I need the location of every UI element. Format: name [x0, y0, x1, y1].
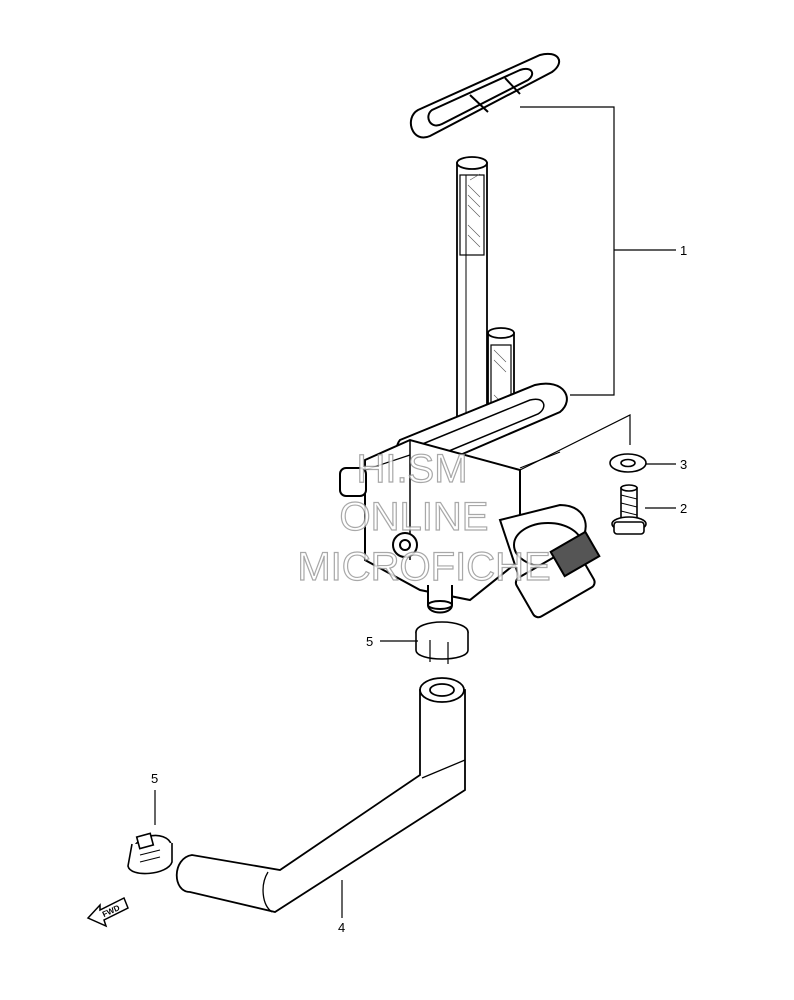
leader-frame [519, 414, 631, 471]
callout-2: 2 [680, 501, 687, 516]
washer [609, 453, 647, 473]
watermark-line-2: ONLINE [340, 495, 489, 539]
reserve-tube-filter-mesh [493, 349, 507, 416]
callout-4: 4 [338, 920, 345, 935]
fwd-arrow-icon: FWD [86, 896, 129, 928]
callout-3: 3 [680, 457, 687, 472]
long-pickup-tube [456, 156, 488, 444]
callout-5-upper: 5 [366, 634, 373, 649]
bolt [611, 484, 647, 535]
gasket [409, 52, 561, 139]
upper-hose-clamp [415, 621, 469, 664]
watermark-line-3: MICROFICHE [297, 545, 550, 589]
watermark-line-1: HI.SM [356, 447, 467, 491]
long-tube-filter-mesh [467, 173, 481, 248]
watermark: HI.SM ONLINE MICROFICHE [297, 446, 552, 589]
fuel-hose [175, 677, 466, 913]
callout-1: 1 [680, 243, 687, 258]
lower-hose-clamp [127, 832, 173, 875]
valve-lever [498, 503, 601, 619]
callout-5-lower: 5 [151, 771, 158, 786]
callout-leaders [154, 106, 676, 918]
valve-body [339, 382, 568, 614]
